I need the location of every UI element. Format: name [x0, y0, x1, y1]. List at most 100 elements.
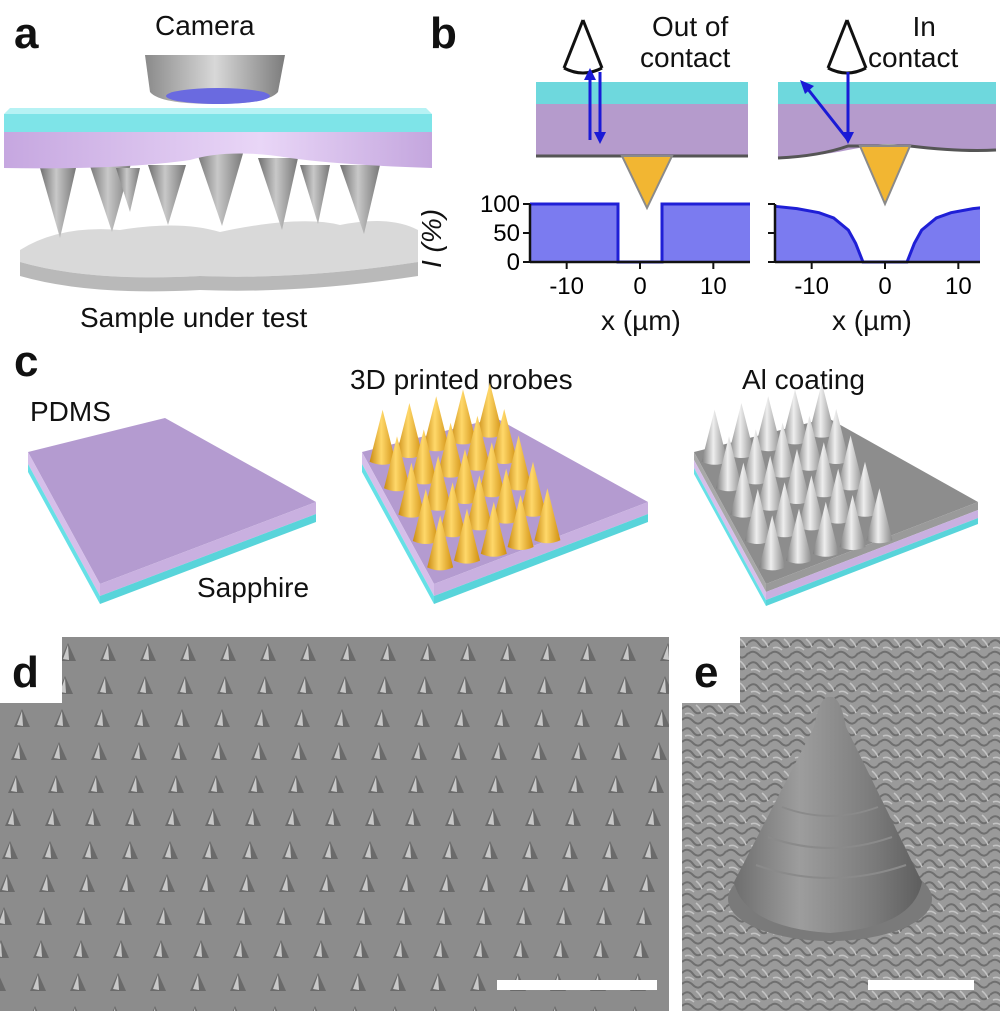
sem-probe-highlight	[420, 678, 426, 693]
cone-7	[769, 422, 796, 478]
cone-8	[410, 429, 437, 485]
label-box-d	[0, 637, 62, 703]
sem-probe-highlight	[565, 843, 571, 858]
cone-2	[423, 396, 450, 452]
cone-0	[808, 382, 835, 438]
chart-xlabel-right: x (µm)	[832, 305, 912, 336]
cone-18	[771, 482, 798, 538]
pdms-slab	[28, 418, 316, 604]
sem-probe-highlight	[116, 942, 122, 957]
sem-probe-highlight	[473, 1008, 476, 1011]
sem-probe-highlight	[17, 711, 23, 726]
panel-letter-d: d	[12, 648, 39, 697]
cone-10	[384, 436, 410, 492]
sem-probe-highlight	[236, 942, 242, 957]
sem-probe-highlight	[254, 744, 260, 759]
sem-probe-highlight	[94, 744, 100, 759]
sem-probe-highlight	[153, 1008, 156, 1011]
sem-probe-highlight	[122, 876, 128, 891]
camera-label: Camera	[155, 10, 255, 41]
sem-probe-highlight	[596, 942, 602, 957]
cone-19	[866, 488, 893, 544]
sem-probe-highlight	[648, 810, 654, 825]
cone-18	[439, 482, 466, 538]
sem-probe-highlight	[33, 975, 39, 990]
cone-11	[810, 442, 837, 498]
cone-22	[812, 501, 839, 557]
sem-probe-highlight	[556, 942, 562, 957]
sem-probe-highlight	[500, 678, 506, 693]
sem-probe-highlight	[177, 711, 183, 726]
sem-probe-highlight	[193, 975, 199, 990]
cone-24	[759, 515, 786, 571]
sem-probe-highlight	[300, 678, 306, 693]
sem-probe-highlight	[654, 744, 660, 759]
sem-probe-highlight	[399, 909, 405, 924]
sem-probe-highlight	[593, 1008, 596, 1011]
cone-11	[478, 442, 505, 498]
sem-probe-highlight	[82, 876, 88, 891]
intensity-area-0	[530, 204, 750, 262]
sem-probe-highlight	[45, 843, 51, 858]
sem-probe-highlight	[617, 711, 623, 726]
sem-probe-highlight	[291, 777, 297, 792]
sem-probe-highlight	[371, 777, 377, 792]
sem-probe-highlight	[473, 975, 479, 990]
chart-xlabel-left: x (µm)	[601, 305, 681, 336]
y-tick-label-1: 50	[493, 220, 520, 247]
cone-22	[480, 501, 507, 557]
sem-probe-highlight	[51, 777, 57, 792]
chart-ylabel: I (%)	[416, 147, 447, 268]
sem-probe-highlight	[263, 645, 269, 660]
sem-probe-highlight	[171, 777, 177, 792]
cone-13	[757, 455, 784, 511]
cone-3	[728, 403, 755, 458]
x-tick-label-1-0: -10	[794, 273, 829, 300]
sem-probe-highlight	[660, 678, 666, 693]
y-tick-label-0: 100	[480, 191, 520, 218]
sem-probe-highlight	[54, 744, 60, 759]
sem-probe-highlight	[614, 744, 620, 759]
sem-probe-highlight	[57, 711, 63, 726]
cone-6	[796, 415, 823, 471]
sem-probe-highlight	[313, 1008, 316, 1011]
cone-1	[450, 389, 476, 445]
cone-5	[701, 409, 728, 465]
sem-probe-highlight	[602, 876, 608, 891]
sem-probe-highlight	[457, 711, 463, 726]
sem-probe-highlight	[334, 744, 340, 759]
sem-probe-highlight	[168, 810, 174, 825]
out-of-contact-line2: contact	[640, 41, 731, 73]
sem-probe-highlight	[257, 711, 263, 726]
sem-probe-highlight	[325, 843, 331, 858]
sem-probe-highlight	[343, 645, 349, 660]
sem-probe-highlight	[482, 876, 488, 891]
cone-23	[786, 508, 812, 564]
sem-probe-highlight	[408, 810, 414, 825]
sem-probe-highlight	[454, 744, 460, 759]
sem-probe-highlight	[319, 909, 325, 924]
sem-probe-highlight	[140, 678, 146, 693]
cone-4	[823, 409, 850, 464]
sem-image-e: e	[682, 637, 1000, 1011]
sem-probe-highlight	[279, 909, 285, 924]
cone-17	[466, 475, 493, 531]
sem-probe-highlight	[393, 975, 399, 990]
sem-probe-highlight	[282, 876, 288, 891]
chart-ylabel-text: I (%)	[416, 208, 447, 268]
sem-probe-highlight	[491, 777, 497, 792]
sem-probe-highlight	[537, 711, 543, 726]
cone-21	[839, 495, 866, 550]
sem-probe-highlight	[233, 975, 239, 990]
sem-probe-highlight	[599, 909, 605, 924]
scale-bar-e	[868, 980, 974, 990]
sem-probe-highlight	[211, 777, 217, 792]
sem-probe-highlight	[233, 1008, 236, 1011]
sem-probe-highlight	[657, 711, 663, 726]
sem-probe-highlight	[165, 843, 171, 858]
sem-probe-highlight	[313, 975, 319, 990]
cone-16	[825, 468, 852, 524]
cone-9	[837, 435, 864, 491]
sem-probe-highlight	[534, 744, 540, 759]
sem-probe-highlight	[368, 810, 374, 825]
